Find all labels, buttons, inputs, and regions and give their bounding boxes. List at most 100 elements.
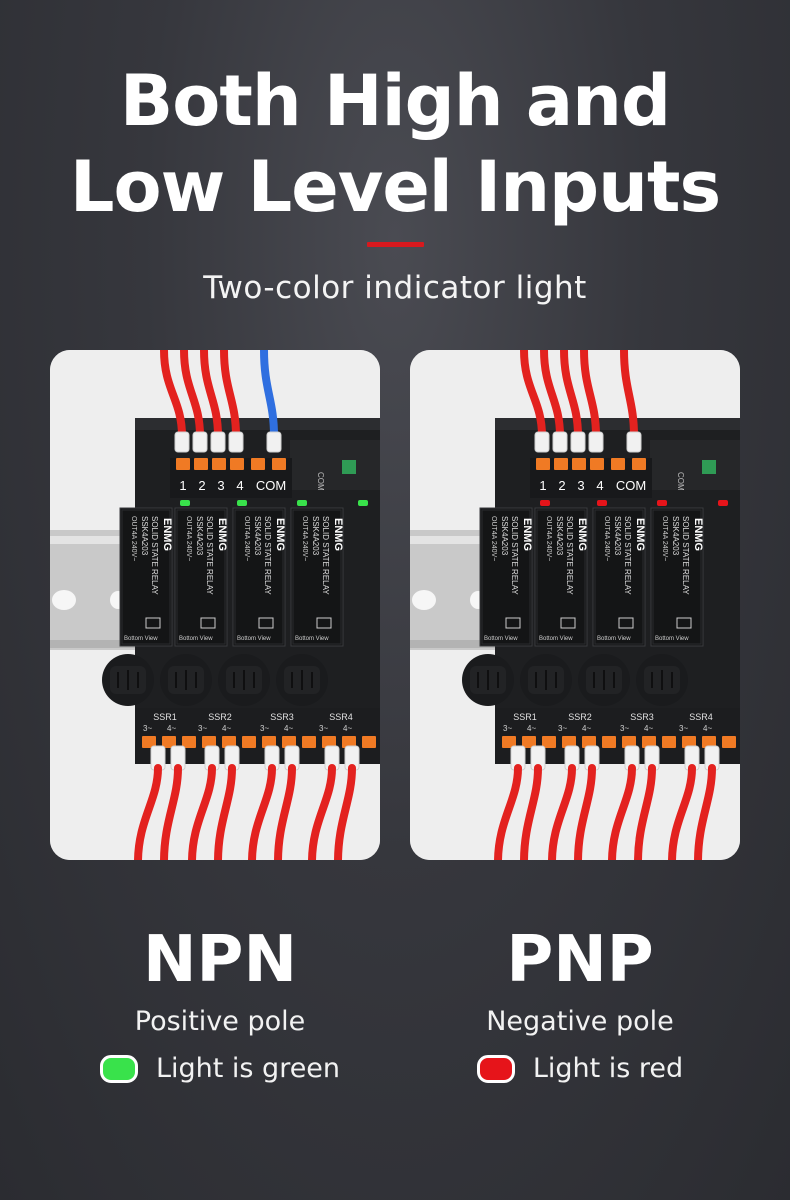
relay-view-text: Bottom View [655, 636, 689, 642]
relay-brand: ENMG [521, 518, 533, 551]
relay-rating-text: OUT4A 240V~ [301, 516, 308, 561]
indicator-led [540, 500, 550, 506]
input-terminal-label: 2 [558, 478, 565, 493]
output-terminal-lever [262, 736, 276, 748]
subtitle: Two-color indicator light [203, 270, 587, 306]
output-terminal-lever [542, 736, 556, 748]
output-pin-label: 3~ [260, 724, 269, 733]
output-wire [160, 764, 182, 860]
input-terminal-label: COM [256, 478, 286, 493]
input-wire [200, 350, 222, 440]
output-terminal-lever [562, 736, 576, 748]
output-terminal-lever [702, 736, 716, 748]
indicator-led [180, 500, 190, 506]
fuse-block [290, 440, 380, 490]
output-pin-label: 3~ [319, 724, 328, 733]
npn-light-legend: Light is green [40, 1053, 400, 1084]
relay-border [652, 509, 702, 645]
relay-rating-text: OUT4A 240V~ [545, 516, 552, 561]
relay-brand: ENMG [161, 518, 173, 551]
output-terminal-lever [502, 736, 516, 748]
relay-type-text: SOLID STATE RELAY [565, 516, 574, 595]
ce-mark-icon [145, 617, 161, 629]
relay-rating-text: OUT4A 240V~ [490, 516, 497, 561]
relay-view-text: Bottom View [179, 636, 213, 642]
wire-ferrule [192, 431, 208, 453]
pnp-light-text: Light is red [532, 1053, 684, 1084]
relay-type-text: SOLID STATE RELAY [263, 516, 272, 595]
output-pin-label: 3~ [558, 724, 567, 733]
output-wire [548, 764, 576, 860]
output-terminal-lever [682, 736, 696, 748]
module-top-edge [495, 418, 740, 430]
relay-view-text: Bottom View [124, 636, 158, 642]
output-terminal-lever [602, 736, 616, 748]
input-terminal-lever [194, 458, 208, 470]
pnp-light-legend: Light is red [400, 1053, 760, 1084]
output-pin-label: 3~ [143, 724, 152, 733]
relay-border [121, 509, 171, 645]
input-wire [620, 350, 638, 440]
relay-rating-text: OUT4A 240V~ [243, 516, 250, 561]
output-terminal-lever [582, 736, 596, 748]
relay-type-text: SOLID STATE RELAY [681, 516, 690, 595]
ce-mark-icon [618, 617, 634, 629]
output-wire [574, 764, 596, 860]
fuse-icon [342, 460, 356, 474]
output-wire [634, 764, 656, 860]
input-terminal-lever [536, 458, 550, 470]
output-pin-label: 4~ [582, 724, 591, 733]
npn-pole-text: Positive pole [134, 1006, 306, 1037]
indicator-led [297, 500, 307, 506]
output-terminal-lever [202, 736, 216, 748]
wire-ferrule [174, 431, 190, 453]
output-pin-label: 4~ [167, 724, 176, 733]
npn-title: NPN [142, 923, 298, 997]
pnp-pole-text: Negative pole [486, 1006, 674, 1037]
green-led-icon [99, 1054, 138, 1083]
side-com-label: COM [676, 472, 685, 491]
output-wire [608, 764, 636, 860]
rail-slot [412, 590, 436, 610]
input-terminal-label: 3 [577, 478, 584, 493]
relay-model-text: SSK4A203 [671, 516, 680, 556]
wire-ferrule [570, 431, 586, 453]
relay-rating-text: OUT4A 240V~ [603, 516, 610, 561]
output-pin-label: 3~ [503, 724, 512, 733]
relay-brand: ENMG [332, 518, 344, 551]
indicator-led [718, 500, 728, 506]
input-terminal-label: 1 [179, 478, 186, 493]
relay-model-text: SSK4A203 [311, 516, 320, 556]
ce-mark-icon [505, 617, 521, 629]
input-terminal-lever [590, 458, 604, 470]
output-terminal-lever [162, 736, 176, 748]
input-wire [540, 350, 564, 440]
output-label: SSR2 [568, 712, 592, 722]
relay-model-text: SSK4A203 [253, 516, 262, 556]
relay-model-text: SSK4A203 [613, 516, 622, 556]
relay-border [292, 509, 342, 645]
pnp-title: PNP [506, 923, 654, 997]
wire-ferrule [552, 431, 568, 453]
relay-border [234, 509, 284, 645]
fuse-block [650, 440, 740, 490]
input-terminal-lever [230, 458, 244, 470]
headline-line-1: Both High and [119, 60, 671, 142]
relay-view-text: Bottom View [539, 636, 573, 642]
output-pin-label: 4~ [222, 724, 231, 733]
headline-line-2: Low Level Inputs [69, 146, 721, 228]
npn-column: NPN Positive pole Light is green [40, 920, 400, 1084]
input-wire [560, 350, 582, 440]
relay-model-text: SSK4A203 [140, 516, 149, 556]
relay-view-text: Bottom View [295, 636, 329, 642]
relay-model-text: SSK4A203 [500, 516, 509, 556]
output-terminal-lever [282, 736, 296, 748]
relay-brand: ENMG [634, 518, 646, 551]
output-wire [134, 764, 162, 860]
